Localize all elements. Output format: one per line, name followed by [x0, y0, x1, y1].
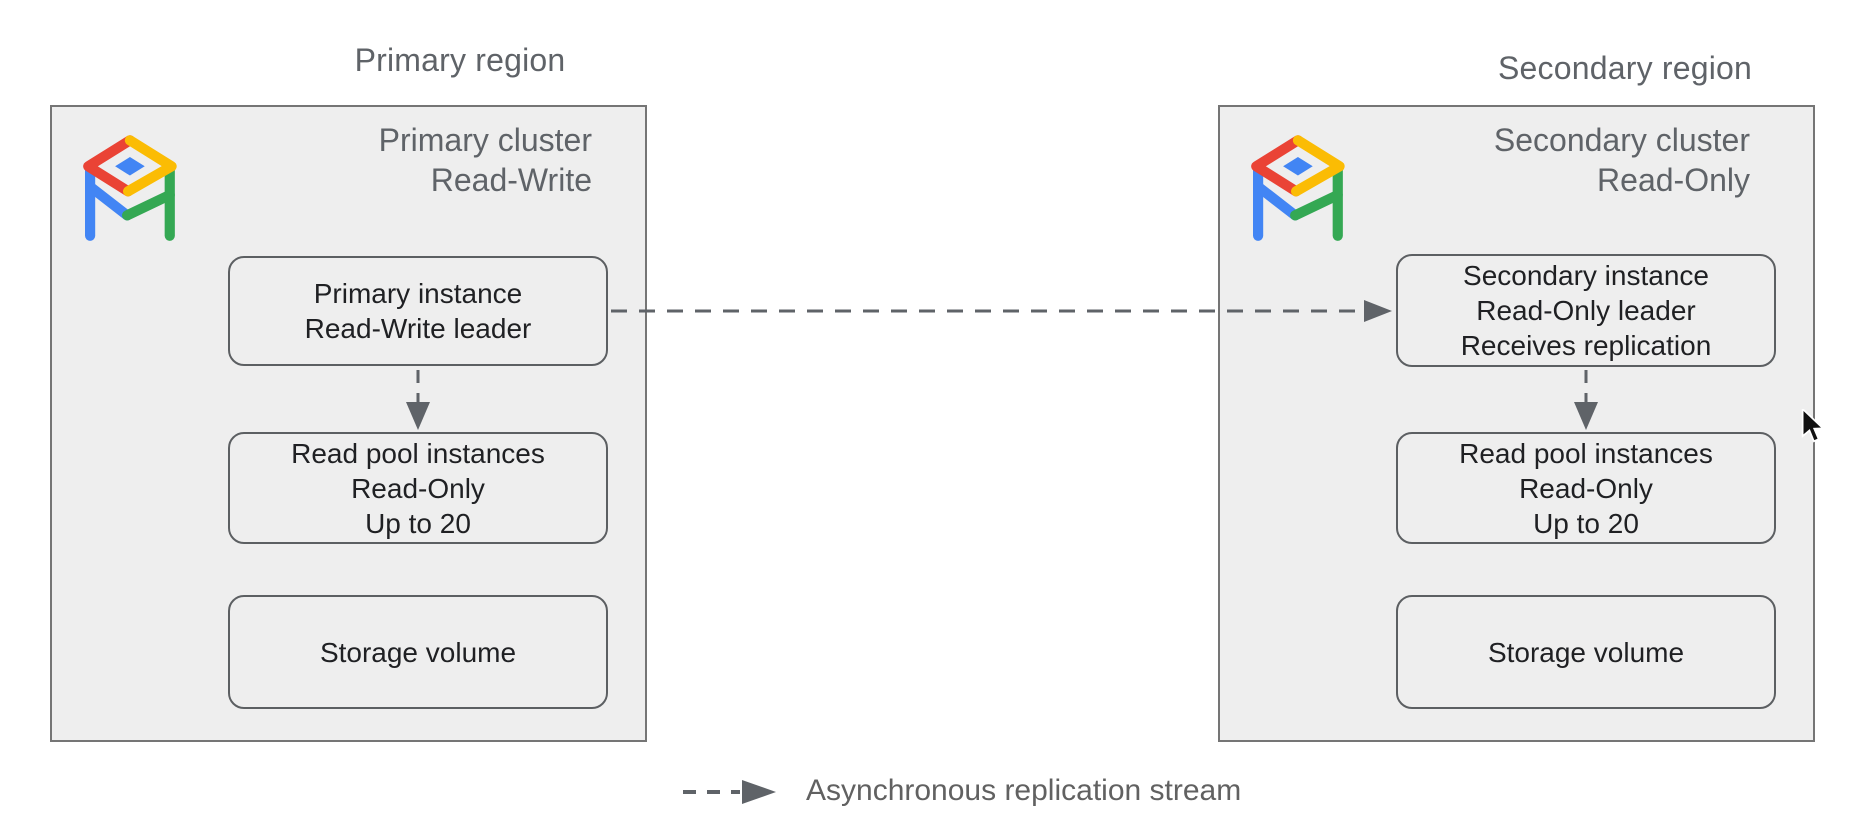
secondary-cluster-label: Secondary cluster Read-Only [1450, 120, 1750, 200]
primary-instance-box: Primary instance Read-Write leader [228, 256, 608, 366]
primary-cluster-label-line1: Primary cluster [378, 122, 592, 158]
primary-storage-box: Storage volume [228, 595, 608, 709]
legend-label: Asynchronous replication stream [806, 774, 1242, 807]
primary-read-pool-box: Read pool instances Read-Only Up to 20 [228, 432, 608, 544]
primary-region-title: Primary region [354, 42, 566, 78]
secondary-instance-box: Secondary instance Read-Only leader Rece… [1396, 254, 1776, 367]
primary-storage-line: Storage volume [319, 636, 517, 668]
primary-read-pool-line: Up to 20 [365, 507, 471, 539]
primary-instance-line: Primary instance [313, 278, 523, 309]
secondary-region-title: Secondary region [1497, 50, 1753, 86]
alloydb-icon [1245, 132, 1349, 245]
secondary-cluster-label-line2: Read-Only [1597, 162, 1750, 198]
secondary-cluster-label-line1: Secondary cluster [1493, 122, 1750, 158]
primary-read-pool-line: Read-Only [351, 472, 485, 504]
secondary-storage-box: Storage volume [1396, 595, 1776, 709]
primary-read-pool-line: Read pool instances [291, 437, 545, 469]
secondary-read-pool-line: Read pool instances [1459, 437, 1713, 469]
secondary-storage-line: Storage volume [1487, 636, 1685, 668]
secondary-instance-line: Read-Only leader [1476, 295, 1696, 326]
primary-cluster-label: Primary cluster Read-Write [292, 120, 592, 200]
secondary-read-pool-line: Up to 20 [1533, 507, 1639, 539]
alloydb-icon [77, 132, 181, 245]
secondary-read-pool-box: Read pool instances Read-Only Up to 20 [1396, 432, 1776, 544]
secondary-instance-line: Receives replication [1460, 330, 1712, 361]
secondary-read-pool-line: Read-Only [1519, 472, 1653, 504]
primary-cluster-label-line2: Read-Write [430, 162, 592, 198]
secondary-instance-line: Secondary instance [1463, 260, 1709, 291]
legend-dashed-arrow-icon [683, 780, 776, 804]
primary-instance-line: Read-Write leader [304, 313, 532, 344]
mouse-cursor [1799, 407, 1826, 443]
